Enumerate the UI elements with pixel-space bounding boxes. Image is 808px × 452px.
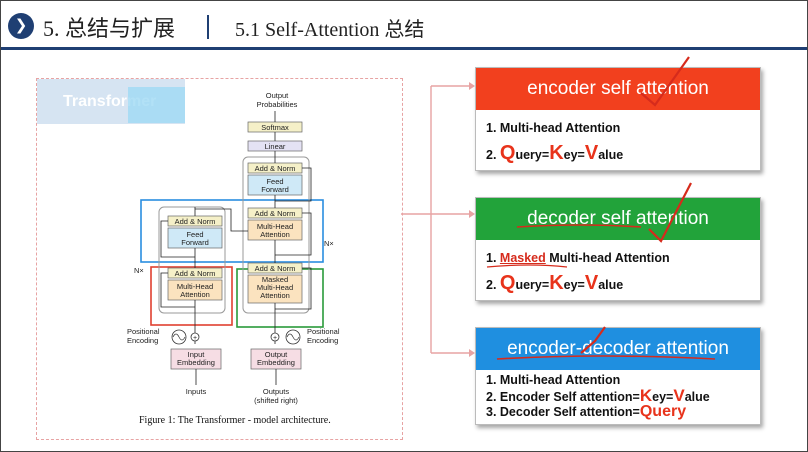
output-probabilities-label-1: Output bbox=[266, 91, 289, 100]
decoder-underline-mark bbox=[516, 224, 642, 228]
encoder-decoder-attention-card: encoder-decoder attention 1. Multi-head … bbox=[475, 327, 761, 425]
encoder-item-2: 2. Query=Key=Value bbox=[486, 142, 624, 164]
input-embedding-label-1: Input bbox=[188, 350, 206, 359]
masked-multi-head-box bbox=[247, 274, 303, 304]
encdec-underline-mark bbox=[496, 355, 716, 360]
decoder-feed-forward-label-1: Feed bbox=[266, 177, 283, 186]
decoder-self-attention-card: decoder self attention 1. Masked Multi-h… bbox=[475, 197, 761, 301]
decoder-check-icon bbox=[648, 182, 692, 243]
figure-caption: Figure 1: The Transformer - model archit… bbox=[139, 415, 331, 426]
decoder-card-title: decoder self attention bbox=[527, 208, 709, 229]
output-embedding-label-2: Embedding bbox=[257, 358, 295, 367]
outputs-label-1: Outputs bbox=[263, 387, 290, 396]
encoder-block bbox=[158, 206, 226, 314]
decoder-positional-label-1: Positional bbox=[307, 327, 340, 336]
encdec-item-2: 2. Encoder Self attention=Key=Value bbox=[486, 386, 710, 405]
decoder-feed-forward-label-2: Forward bbox=[261, 185, 289, 194]
encdec-check-icon bbox=[580, 326, 606, 354]
masked-underline-mark bbox=[486, 264, 568, 268]
encdec-card-title: encoder-decoder attention bbox=[507, 338, 729, 359]
decoder-add-icon bbox=[270, 332, 280, 342]
masked-highlight: Masked bbox=[499, 251, 546, 265]
slide-header: ❯ 5. 总结与扩展 5.1 Self-Attention 总结 bbox=[1, 1, 807, 50]
figure-frame bbox=[36, 78, 403, 440]
masked-label-1: Masked bbox=[262, 275, 288, 284]
encoder-multi-head-label-1: Multi-Head bbox=[177, 282, 213, 291]
decoder-nx-label: N× bbox=[324, 239, 334, 248]
encdec-item-1: 1. Multi-head Attention bbox=[486, 373, 621, 387]
input-embedding-label-2: Embedding bbox=[177, 358, 215, 367]
encoder-add-norm-label-2: Add & Norm bbox=[175, 217, 216, 226]
section-title: 5. 总结与扩展 bbox=[43, 16, 176, 41]
decoder-card-header: decoder self attention bbox=[476, 198, 760, 240]
encoder-multi-head-label-2: Attention bbox=[180, 290, 210, 299]
query-highlight: Query bbox=[639, 403, 687, 420]
encoder-card-body: 1. Multi-head Attention 2. Query=Key=Val… bbox=[476, 110, 760, 170]
slide-subtitle: 5.1 Self-Attention 总结 bbox=[235, 19, 425, 41]
linear-label: Linear bbox=[265, 142, 286, 151]
chevron-right-icon: ❯ bbox=[8, 13, 34, 39]
encoder-check-icon bbox=[640, 56, 690, 107]
encoder-nx-label: N× bbox=[134, 266, 144, 275]
output-embedding-label-1: Output bbox=[265, 350, 288, 359]
encdec-item-3: 3. Decoder Self attention=Query bbox=[486, 403, 687, 420]
encdec-card-header: encoder-decoder attention bbox=[476, 328, 760, 370]
output-probabilities-label-2: Probabilities bbox=[257, 100, 298, 109]
decoder-multi-head-label-2: Attention bbox=[260, 230, 290, 239]
decoder-multi-head-label-1: Multi-Head bbox=[257, 222, 293, 231]
decoder-block bbox=[242, 156, 310, 314]
encoder-add-norm-label-1: Add & Norm bbox=[175, 269, 216, 278]
decoder-item-1: 1. Masked Multi-head Attention bbox=[486, 251, 670, 265]
encoder-positional-label-2: Encoding bbox=[127, 336, 158, 345]
decoder-add-norm-label-2: Add & Norm bbox=[255, 209, 296, 218]
decoder-add-norm-label-3: Add & Norm bbox=[255, 164, 296, 173]
encoder-positional-label-1: Positional bbox=[127, 327, 160, 336]
blue-highlight-box bbox=[140, 199, 324, 263]
title-divider bbox=[207, 15, 209, 39]
encoder-item-1: 1. Multi-head Attention bbox=[486, 121, 621, 135]
encdec-card-body: 1. Multi-head Attention 2. Encoder Self … bbox=[476, 370, 760, 424]
decoder-card-body: 1. Masked Multi-head Attention 2. Query=… bbox=[476, 240, 760, 300]
svg-text:+: + bbox=[273, 335, 277, 342]
overlay-band bbox=[128, 87, 185, 123]
encoder-add-icon bbox=[190, 332, 200, 342]
masked-label-2: Multi-Head bbox=[257, 283, 293, 292]
decoder-item-2: 2. Query=Key=Value bbox=[486, 272, 624, 294]
encoder-feed-forward-label-1: Feed bbox=[186, 230, 203, 239]
encoder-feed-forward-label-2: Forward bbox=[181, 238, 209, 247]
softmax-label: Softmax bbox=[261, 123, 289, 132]
red-highlight-box bbox=[150, 266, 233, 326]
connector-bracket bbox=[401, 85, 469, 354]
masked-label-3: Attention bbox=[260, 291, 290, 300]
inputs-label: Inputs bbox=[186, 387, 207, 396]
decoder-positional-label-2: Encoding bbox=[307, 336, 338, 345]
svg-text:+: + bbox=[193, 335, 197, 342]
decoder-add-norm-label-1: Add & Norm bbox=[255, 264, 296, 273]
outputs-label-2: (shifted right) bbox=[254, 396, 298, 405]
